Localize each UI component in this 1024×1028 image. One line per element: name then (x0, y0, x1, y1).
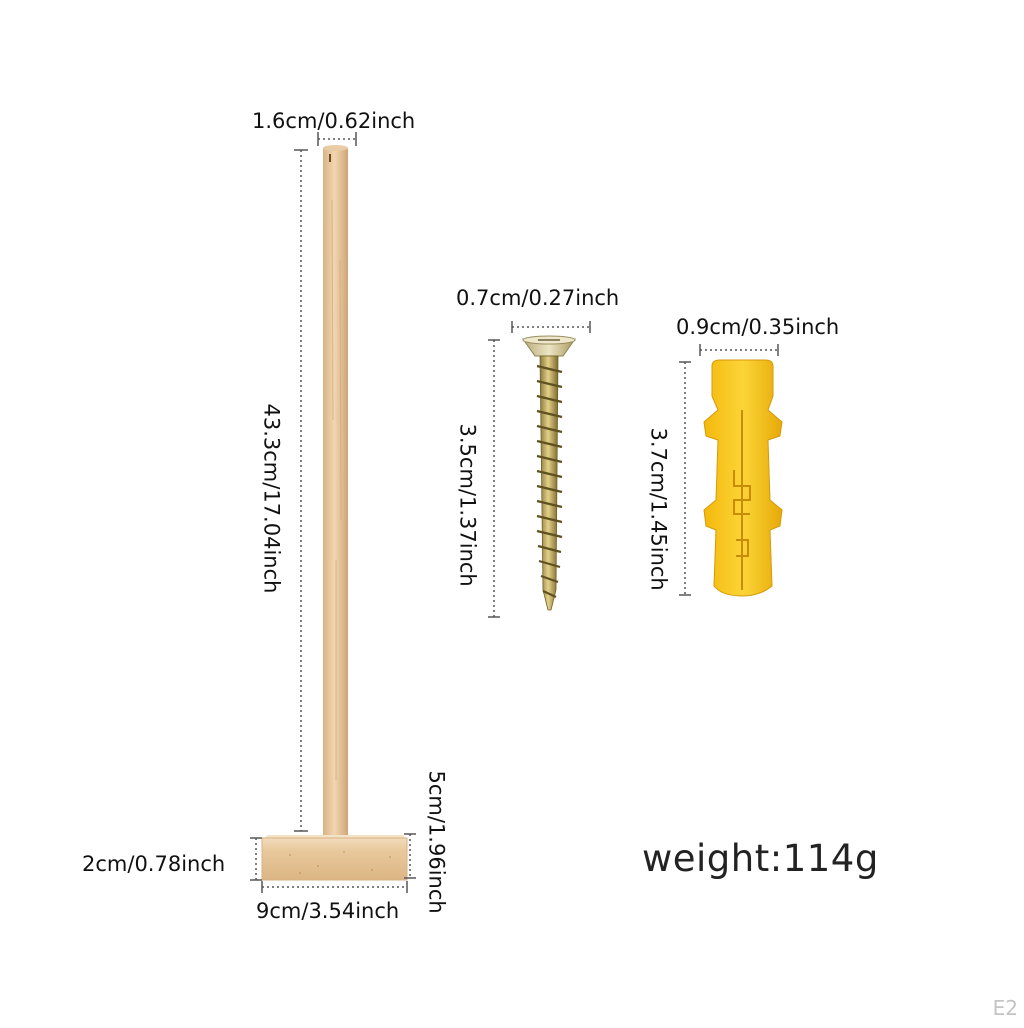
screw-threads (536, 364, 563, 598)
rod-top (323, 145, 348, 151)
screw-width-label: 0.7cm/0.27inch (456, 286, 620, 310)
anchor-width-label: 0.9cm/0.35inch (676, 315, 840, 339)
stand-diameter-label: 1.6cm/0.62inch (252, 109, 416, 133)
screw (522, 335, 576, 611)
anchor-dimension-lines (679, 344, 779, 596)
stand-height-label: 43.3cm/17.04inch (259, 403, 284, 594)
wall-anchor (703, 359, 783, 597)
stand-base (261, 837, 408, 881)
anchor-length-label: 3.7cm/1.45inch (646, 427, 671, 591)
base-width-label: 9cm/3.54inch (256, 899, 400, 923)
base-height-label: 2cm/0.78inch (82, 852, 226, 876)
weight-label: weight:114g (642, 837, 879, 880)
stand-dimension-lines (250, 132, 416, 893)
base-depth-label: 5cm/1.96inch (424, 770, 449, 914)
wooden-stand (261, 145, 408, 881)
corner-mark: E2 (992, 996, 1018, 1020)
screw-dimension-lines (488, 321, 591, 618)
base-grain-dots (289, 851, 391, 874)
stand-rod (323, 147, 348, 843)
screw-length-label: 3.5cm/1.37inch (455, 423, 480, 587)
screw-shank (539, 355, 559, 611)
